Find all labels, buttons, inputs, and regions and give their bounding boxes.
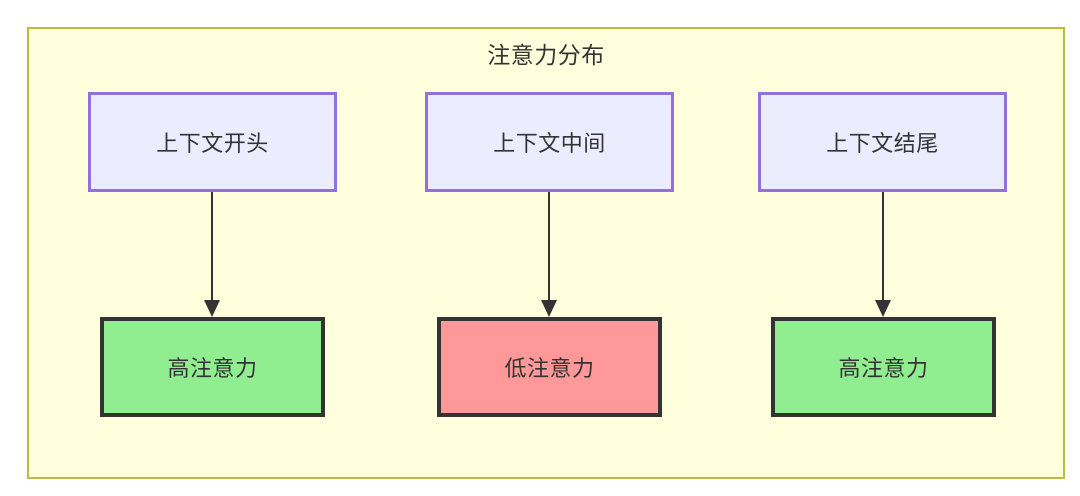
node-context-end[interactable]: 上下文结尾 [758,92,1007,192]
node-context-end-label: 上下文结尾 [826,131,939,156]
node-attention-middle-label: 低注意力 [504,356,595,381]
node-context-start-label: 上下文开头 [156,131,269,156]
node-context-start[interactable]: 上下文开头 [88,92,337,192]
node-attention-start[interactable]: 高注意力 [100,317,325,417]
node-attention-start-label: 高注意力 [167,356,258,381]
node-context-middle-label: 上下文中间 [493,131,606,156]
node-attention-middle[interactable]: 低注意力 [437,317,662,417]
node-attention-end[interactable]: 高注意力 [771,317,996,417]
node-context-middle[interactable]: 上下文中间 [425,92,674,192]
subgraph-title: 注意力分布 [487,42,605,68]
node-attention-end-label: 高注意力 [838,356,929,381]
